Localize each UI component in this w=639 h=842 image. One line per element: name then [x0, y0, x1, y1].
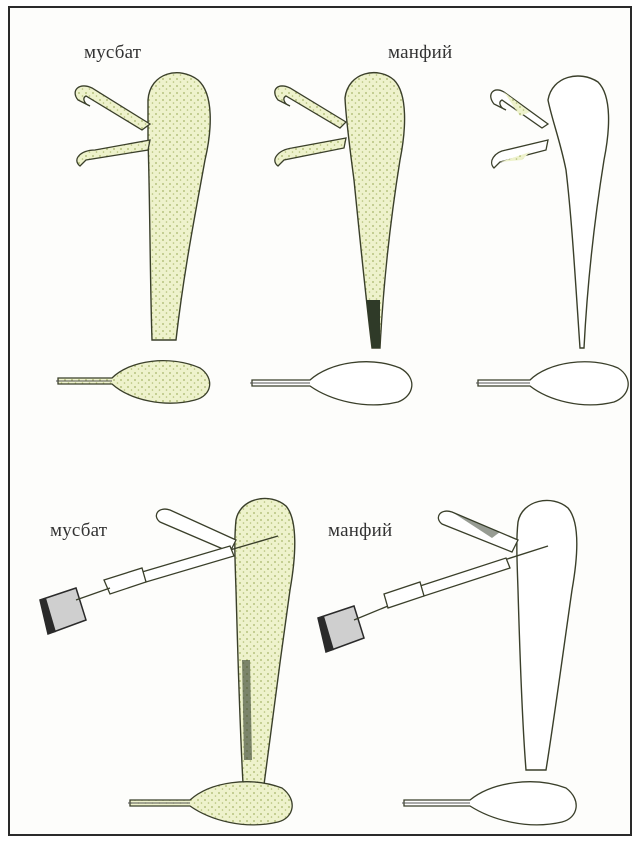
bottom-negative-bulb: [402, 782, 576, 825]
top-empty-uterus: [491, 76, 609, 348]
label-bottom-negative: манфий: [328, 520, 392, 542]
bottom-negative-uterus: [438, 500, 576, 770]
top-positive-uterus: [75, 73, 210, 340]
bottom-positive-bulb: [128, 782, 292, 825]
top-negative-uterus: [275, 73, 405, 348]
bottom-positive-uterus: [156, 498, 294, 800]
label-top-negative: манфий: [388, 42, 452, 64]
label-bottom-positive: мусбат: [50, 520, 107, 542]
top-negative-bulb: [250, 362, 412, 405]
top-positive-bulb: [56, 361, 210, 403]
bottom-negative-syringe: [318, 546, 548, 652]
top-empty-bulb: [476, 362, 628, 405]
label-top-positive: мусбат: [84, 42, 141, 64]
